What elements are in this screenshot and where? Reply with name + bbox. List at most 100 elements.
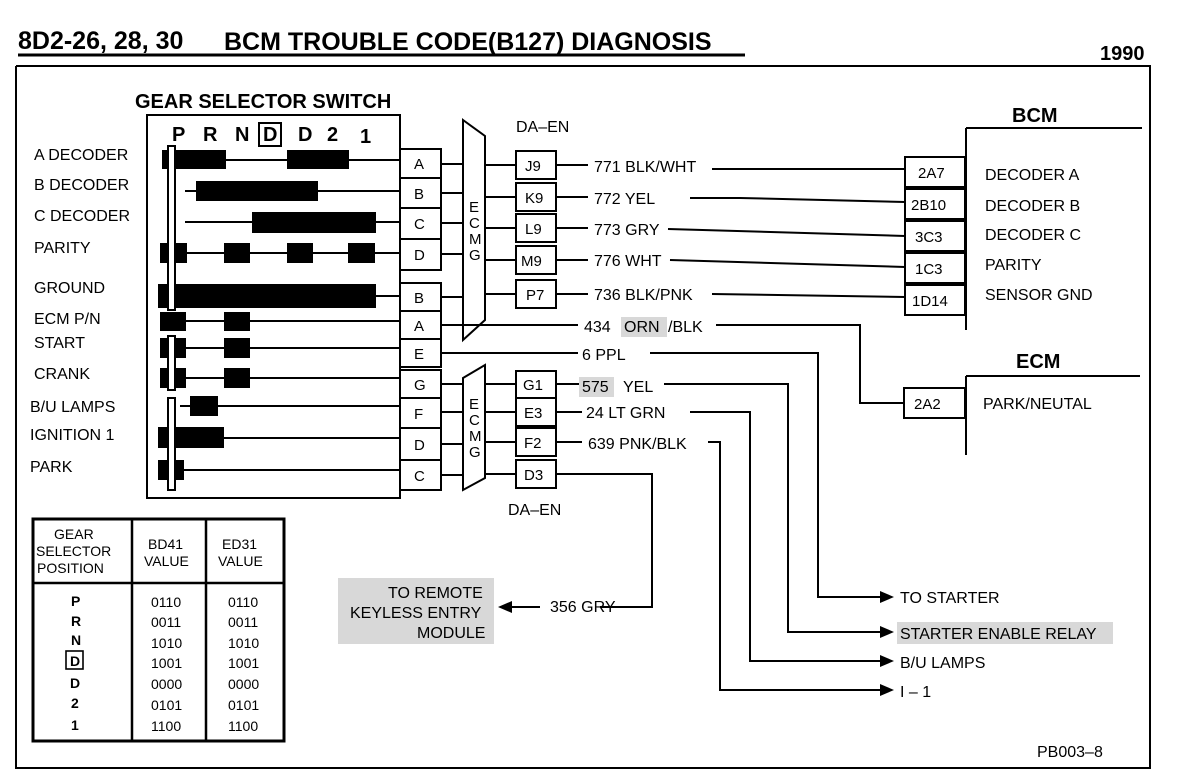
row-label-c-decoder: C DECODER bbox=[34, 208, 130, 225]
position-d-boxed: D bbox=[263, 124, 277, 146]
table-header-bd41: BD41 bbox=[148, 536, 183, 552]
svg-text:A: A bbox=[414, 318, 424, 335]
daen-top-pins: J9 K9 L9 M9 P7 bbox=[515, 150, 557, 309]
bar-parity-3 bbox=[287, 243, 313, 263]
position-1: 1 bbox=[360, 126, 371, 148]
svg-text:E: E bbox=[469, 199, 479, 216]
svg-text:DECODER B: DECODER B bbox=[985, 198, 1080, 215]
table-header-ed31: ED31 bbox=[222, 536, 257, 552]
bcm-pins: 2A7 2B10 3C3 1C3 1D14 bbox=[904, 156, 966, 316]
switch-title: GEAR SELECTOR SWITCH bbox=[135, 91, 391, 113]
ecm-pin: 2A2 bbox=[914, 396, 941, 413]
svg-text:2B10: 2B10 bbox=[911, 197, 946, 214]
wire-24-right bbox=[690, 411, 880, 662]
bar-b bbox=[196, 181, 318, 201]
bcm-title: BCM bbox=[1012, 105, 1058, 127]
wire-434-right bbox=[716, 324, 904, 404]
svg-text:G1: G1 bbox=[523, 377, 543, 394]
svg-text:P7: P7 bbox=[526, 287, 544, 304]
arrow-to-remote bbox=[498, 601, 512, 613]
gear-positions: P R N D D 2 1 bbox=[172, 122, 371, 148]
bar-start-2 bbox=[224, 338, 250, 358]
svg-text:B: B bbox=[414, 290, 424, 307]
svg-text:M: M bbox=[469, 428, 482, 445]
table-header-gear: GEAR bbox=[54, 526, 94, 542]
remote-line-2: KEYLESS ENTRY bbox=[350, 605, 482, 622]
svg-text:DECODER C: DECODER C bbox=[985, 227, 1081, 244]
svg-text:R: R bbox=[71, 613, 81, 629]
ecmg-connector-bottom bbox=[462, 363, 486, 492]
wire-575-num: 575 bbox=[582, 379, 609, 396]
row-label-crank: CRANK bbox=[34, 366, 90, 383]
svg-text:0110: 0110 bbox=[151, 594, 181, 610]
wire-6ppl-right bbox=[650, 352, 880, 598]
wire-773: 773 GRY bbox=[594, 222, 660, 239]
row-label-parity: PARITY bbox=[34, 240, 91, 257]
table-header-selector: SELECTOR bbox=[36, 543, 111, 559]
bar-ecmpn-1 bbox=[160, 312, 186, 331]
figure-code: PB003–8 bbox=[1037, 744, 1103, 761]
svg-text:M9: M9 bbox=[521, 253, 542, 270]
svg-text:G: G bbox=[414, 377, 426, 394]
wire-24: 24 LT GRN bbox=[586, 405, 665, 422]
svg-text:2: 2 bbox=[71, 695, 79, 711]
wire-356 bbox=[556, 473, 653, 608]
table-header-ed31-value: VALUE bbox=[218, 553, 263, 569]
bar-bu bbox=[190, 396, 218, 416]
table-header-bd41-value: VALUE bbox=[144, 553, 189, 569]
svg-text:G: G bbox=[469, 247, 481, 264]
row-label-start: START bbox=[34, 335, 85, 352]
wire-575-color: YEL bbox=[623, 379, 653, 396]
shorting-strip-top bbox=[167, 145, 176, 311]
wire-434-num: 434 bbox=[584, 319, 611, 336]
svg-text:1100: 1100 bbox=[228, 718, 258, 734]
year-label: 1990 bbox=[1100, 43, 1145, 65]
row-label-a-decoder: A DECODER bbox=[34, 147, 128, 164]
remote-line-3: MODULE bbox=[417, 625, 485, 642]
wire-772: 772 YEL bbox=[594, 191, 655, 208]
position-n: N bbox=[235, 124, 249, 146]
row-label-park: PARK bbox=[30, 459, 73, 476]
arrow-to-starter bbox=[880, 591, 894, 603]
bar-parity-4 bbox=[348, 243, 375, 263]
svg-text:0011: 0011 bbox=[151, 614, 181, 630]
output-to-starter: TO STARTER bbox=[900, 590, 1000, 607]
ecmg-label-top: E C M G bbox=[469, 199, 482, 264]
wire-736: 736 BLK/PNK bbox=[594, 287, 693, 304]
svg-text:2A7: 2A7 bbox=[918, 165, 945, 182]
wire-356-label: 356 GRY bbox=[550, 599, 616, 616]
switch-connector-pins: A B C D B A E G F D C bbox=[399, 148, 442, 491]
shorting-strip-mid bbox=[167, 335, 176, 391]
daen-label-top: DA–EN bbox=[516, 119, 569, 136]
wire-639: 639 PNK/BLK bbox=[588, 436, 687, 453]
top-wires bbox=[556, 164, 906, 298]
svg-text:0000: 0000 bbox=[228, 676, 259, 692]
ecmg-to-daen-wires bbox=[485, 164, 516, 475]
svg-text:D3: D3 bbox=[524, 467, 543, 484]
svg-text:E: E bbox=[414, 346, 424, 363]
output-i1: I – 1 bbox=[900, 684, 931, 701]
svg-text:F2: F2 bbox=[524, 435, 542, 452]
position-2: 2 bbox=[327, 124, 338, 146]
bar-crank-2 bbox=[224, 368, 250, 388]
svg-text:SENSOR GND: SENSOR GND bbox=[985, 287, 1093, 304]
wire-771: 771 BLK/WHT bbox=[594, 159, 696, 176]
wire-434-color: ORN bbox=[624, 319, 660, 336]
bar-ecmpn-2 bbox=[224, 312, 250, 331]
svg-text:D: D bbox=[414, 247, 425, 264]
position-d-boxed-frame bbox=[258, 122, 282, 147]
ecm-title: ECM bbox=[1016, 351, 1060, 373]
svg-text:DECODER A: DECODER A bbox=[985, 167, 1080, 184]
remote-highlight bbox=[338, 578, 494, 644]
svg-text:1D14: 1D14 bbox=[912, 293, 948, 310]
bar-ground bbox=[158, 284, 376, 308]
page-title: BCM TROUBLE CODE(B127) DIAGNOSIS bbox=[224, 28, 712, 56]
yel-575-highlight bbox=[579, 377, 614, 397]
svg-text:C: C bbox=[414, 468, 425, 485]
svg-text:M: M bbox=[469, 231, 482, 248]
remote-line-1: TO REMOTE bbox=[388, 585, 483, 602]
top-wire-labels: 771 BLK/WHT 772 YEL 773 GRY 776 WHT 736 … bbox=[594, 159, 696, 304]
section-number: 8D2-26, 28, 30 bbox=[18, 27, 183, 55]
wire-639-right bbox=[708, 441, 880, 691]
